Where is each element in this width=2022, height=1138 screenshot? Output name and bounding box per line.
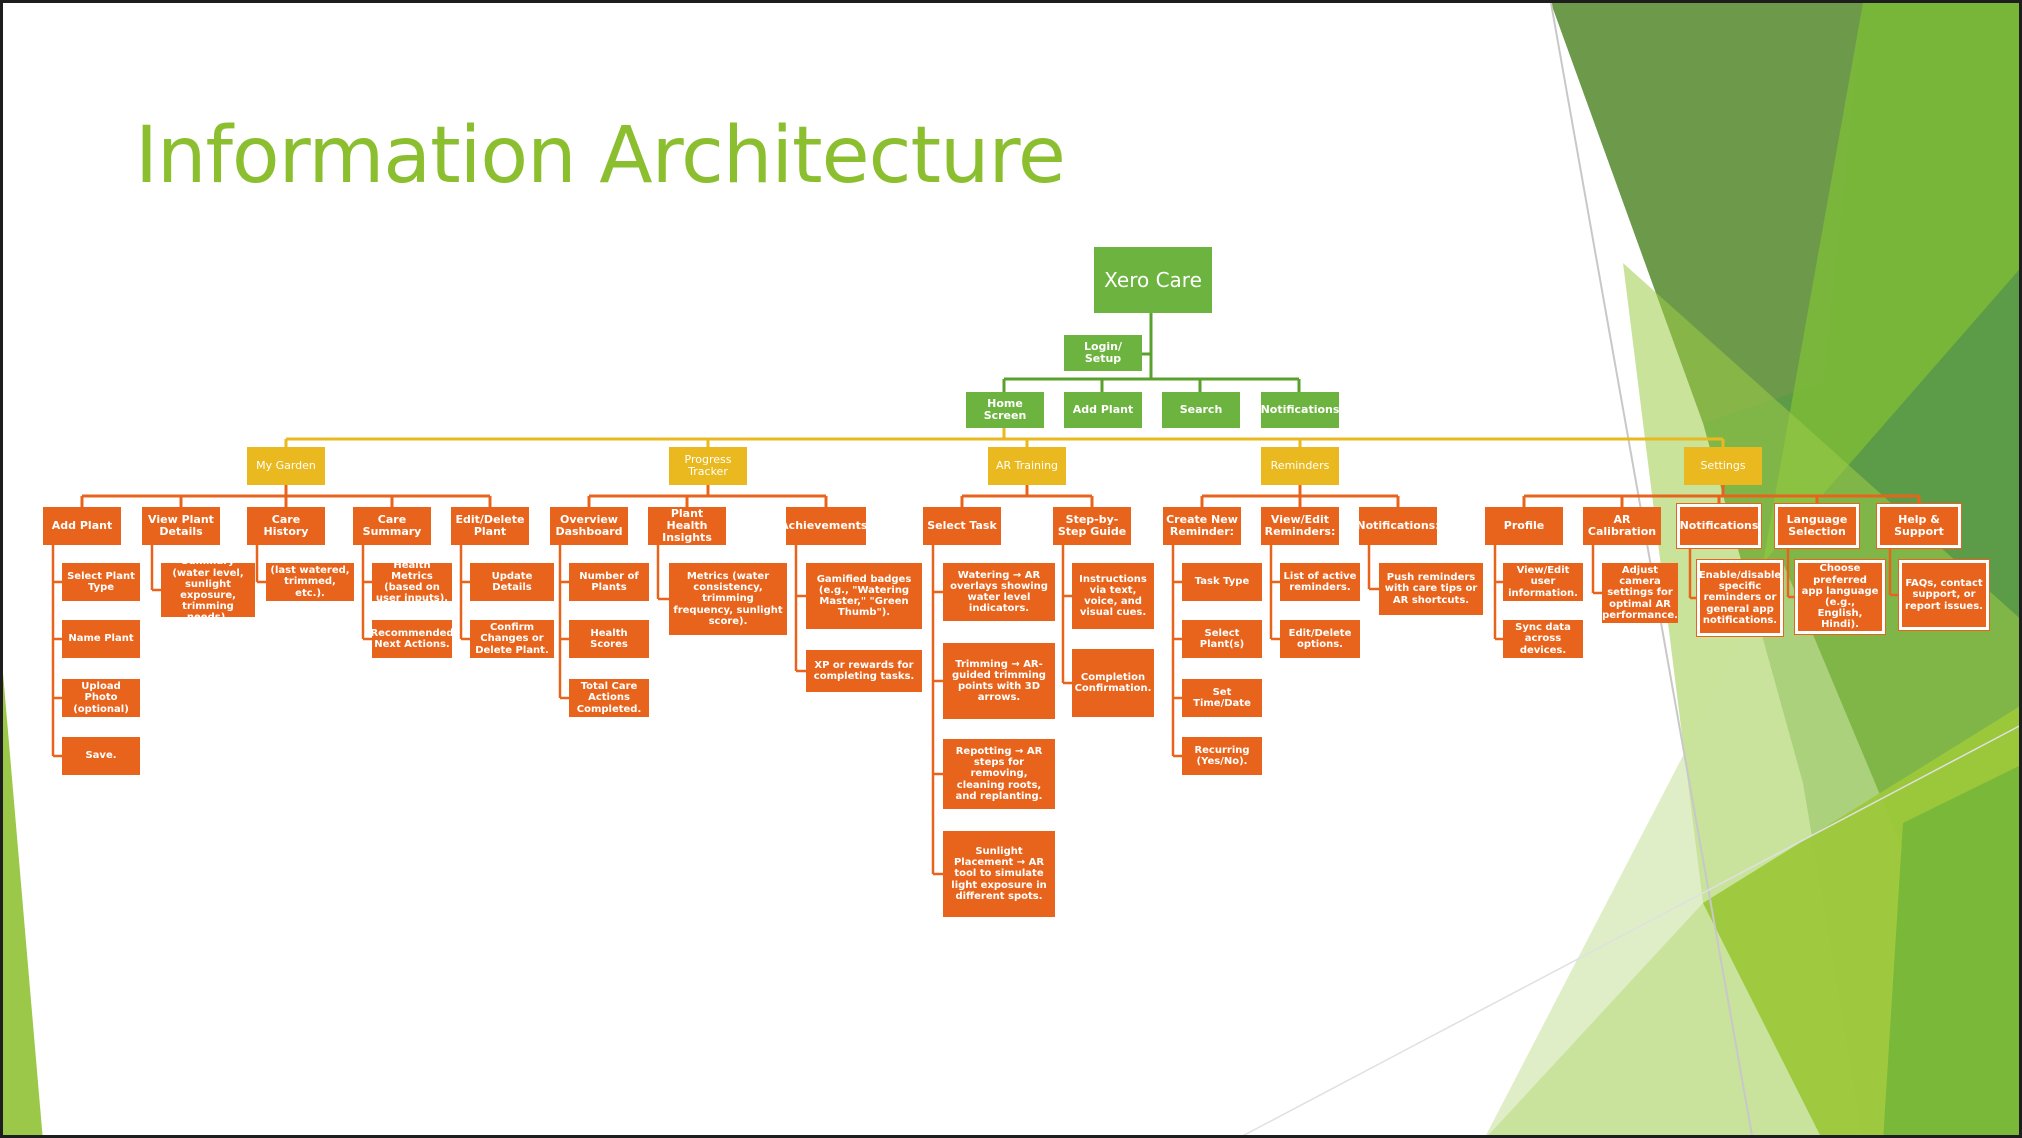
child-node: Care Summary — [353, 507, 431, 545]
child-node: Overview Dashboard — [550, 507, 628, 545]
leaf-node: XP or rewards for completing tasks. — [806, 650, 922, 692]
leaf-node: Adjust camera settings for optimal AR pe… — [1602, 563, 1678, 623]
child-node: Care History — [247, 507, 325, 545]
leaf-node: Recommended Next Actions. — [372, 620, 452, 658]
child-node: Notifications — [1677, 504, 1761, 548]
leaf-node: List of active reminders. — [1280, 563, 1360, 601]
child-node: Create New Reminder: — [1163, 507, 1241, 545]
child-node: Plant Health Insights — [648, 507, 726, 545]
leaf-node: Enable/disable specific reminders or gen… — [1697, 560, 1783, 636]
child-node: Achievements: — [786, 507, 866, 545]
root-node-xero-care: Xero Care — [1094, 247, 1212, 313]
leaf-node: Set Time/Date — [1182, 679, 1262, 717]
leaf-node: Trimming → AR-guided trimming points wit… — [943, 643, 1055, 719]
leaf-node: Sunlight Placement → AR tool to simulate… — [943, 831, 1055, 917]
leaf-node: Confirm Changes or Delete Plant. — [470, 620, 554, 658]
leaf-node: Choose preferred app language (e.g., Eng… — [1795, 560, 1885, 634]
leaf-node: Push reminders with care tips or AR shor… — [1379, 563, 1483, 615]
section-node: Reminders — [1261, 447, 1339, 485]
top-nav-node: Notifications — [1261, 392, 1339, 428]
top-nav-node: Home Screen — [966, 392, 1044, 428]
section-node: AR Training — [988, 447, 1066, 485]
leaf-node: Repotting → AR steps for removing, clean… — [943, 739, 1055, 809]
child-node: Edit/Delete Plant — [451, 507, 529, 545]
leaf-node: FAQs, contact support, or report issues. — [1899, 560, 1989, 630]
child-node: Notifications: — [1359, 507, 1437, 545]
leaf-node: Update Details — [470, 563, 554, 601]
top-nav-node: Add Plant — [1064, 392, 1142, 428]
section-node: Progress Tracker — [669, 447, 747, 485]
top-nav-node: Search — [1162, 392, 1240, 428]
leaf-node: Name Plant — [62, 620, 140, 658]
decorative-background-shapes — [3, 3, 2019, 1135]
child-node: Help & Support — [1877, 504, 1961, 548]
child-node: View/Edit Reminders: — [1261, 507, 1339, 545]
leaf-node: Task Type — [1182, 563, 1262, 601]
leaf-node: Metrics (water consistency, trimming fre… — [669, 563, 787, 635]
login-setup-node: Login/ Setup — [1064, 335, 1142, 371]
connector-lines — [51, 313, 1921, 876]
leaf-node: Sync data across devices. — [1503, 620, 1583, 658]
section-node: Settings — [1684, 447, 1762, 485]
leaf-node: Health Metrics (based on user inputs). — [372, 563, 452, 601]
leaf-node: Gamified badges (e.g., "Watering Master,… — [806, 563, 922, 629]
child-node: AR Calibration — [1583, 507, 1661, 545]
leaf-node: Recurring (Yes/No). — [1182, 737, 1262, 775]
leaf-node: Completion Confirmation. — [1072, 649, 1154, 717]
leaf-node: Instructions via text, voice, and visual… — [1072, 563, 1154, 629]
leaf-node: Select Plant(s) — [1182, 620, 1262, 658]
leaf-node: (last watered, trimmed, etc.). — [266, 563, 354, 601]
leaf-node: Edit/Delete options. — [1280, 620, 1360, 658]
leaf-node: Number of Plants — [569, 563, 649, 601]
child-node: Step-by-Step Guide — [1053, 507, 1131, 545]
leaf-node: Upload Photo (optional) — [62, 679, 140, 717]
slide-title: Information Architecture — [135, 111, 1066, 201]
child-node: Select Task — [923, 507, 1001, 545]
leaf-node: Health Scores — [569, 620, 649, 658]
leaf-node: Save. — [62, 737, 140, 775]
section-node: My Garden — [247, 447, 325, 485]
child-node: View Plant Details — [142, 507, 220, 545]
child-node: Language Selection — [1775, 504, 1859, 548]
child-node: Profile — [1485, 507, 1563, 545]
leaf-node: View/Edit user information. — [1503, 563, 1583, 601]
leaf-node: Watering → AR overlays showing water lev… — [943, 563, 1055, 621]
child-node: Add Plant — [43, 507, 121, 545]
leaf-node: Total Care Actions Completed. — [569, 679, 649, 717]
leaf-node: Select Plant Type — [62, 563, 140, 601]
leaf-node: Summary (water level, sunlight exposure,… — [161, 563, 255, 617]
